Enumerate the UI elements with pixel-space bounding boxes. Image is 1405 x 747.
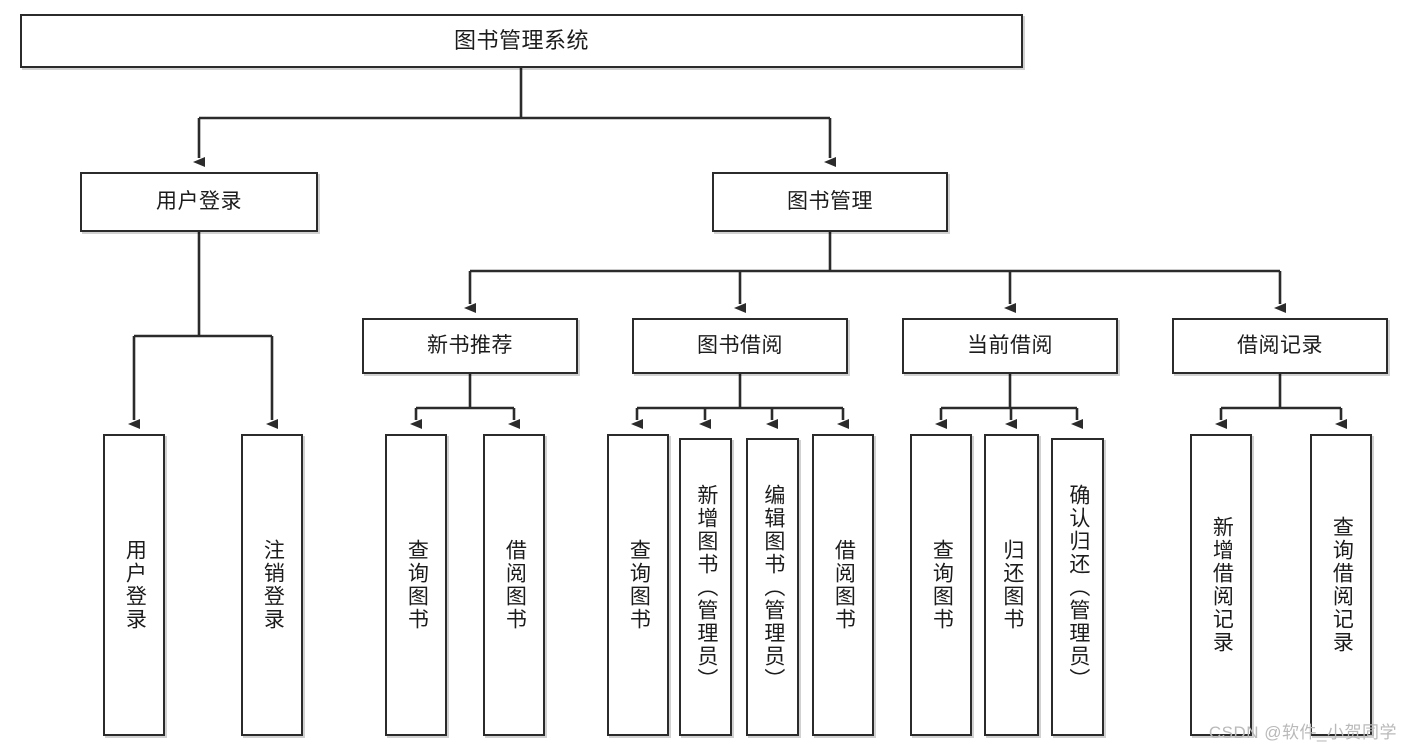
node-label: 新书推荐 (427, 334, 513, 358)
node-label: 归还图书 (1000, 539, 1024, 631)
node-leaves[interactable]: 查询图书 (607, 434, 669, 736)
node-level3[interactable]: 借阅记录 (1172, 318, 1388, 374)
node-label: 新增借阅记录 (1210, 516, 1234, 654)
node-leaves[interactable]: 确认归还（管理员） (1051, 438, 1104, 736)
node-level2[interactable]: 图书管理 (712, 172, 948, 232)
node-leaves[interactable]: 新增图书（管理员） (679, 438, 732, 736)
node-label: 编辑图书（管理员） (761, 483, 785, 691)
node-label: 借阅记录 (1237, 334, 1323, 358)
node-leaves[interactable]: 借阅图书 (483, 434, 545, 736)
node-level3[interactable]: 图书借阅 (632, 318, 848, 374)
node-leaves[interactable]: 编辑图书（管理员） (746, 438, 799, 736)
node-label: 图书管理系统 (453, 27, 589, 53)
node-level3[interactable]: 新书推荐 (362, 318, 578, 374)
node-leaves[interactable]: 用户登录 (103, 434, 165, 736)
node-label: 新增图书（管理员） (694, 483, 718, 691)
node-label: 查询图书 (627, 539, 651, 631)
node-leaves[interactable]: 新增借阅记录 (1190, 434, 1252, 736)
node-leaves[interactable]: 查询借阅记录 (1310, 434, 1372, 736)
node-label: 当前借阅 (967, 334, 1053, 358)
node-label: 借阅图书 (503, 539, 527, 631)
node-label: 注销登录 (261, 539, 285, 631)
node-level3[interactable]: 当前借阅 (902, 318, 1118, 374)
node-label: 确认归还（管理员） (1066, 483, 1090, 691)
node-level2[interactable]: 用户登录 (80, 172, 318, 232)
node-label: 用户登录 (156, 190, 242, 214)
node-label: 图书借阅 (697, 334, 783, 358)
node-leaves[interactable]: 查询图书 (910, 434, 972, 736)
node-label: 查询借阅记录 (1330, 516, 1354, 654)
node-label: 查询图书 (405, 539, 429, 631)
node-leaves[interactable]: 归还图书 (984, 434, 1039, 736)
node-label: 借阅图书 (832, 539, 856, 631)
node-label: 图书管理 (787, 190, 873, 214)
node-leaves[interactable]: 查询图书 (385, 434, 447, 736)
node-root[interactable]: 图书管理系统 (20, 14, 1023, 68)
node-leaves[interactable]: 借阅图书 (812, 434, 874, 736)
node-label: 用户登录 (123, 539, 147, 631)
node-leaves[interactable]: 注销登录 (241, 434, 303, 736)
node-label: 查询图书 (930, 539, 954, 631)
